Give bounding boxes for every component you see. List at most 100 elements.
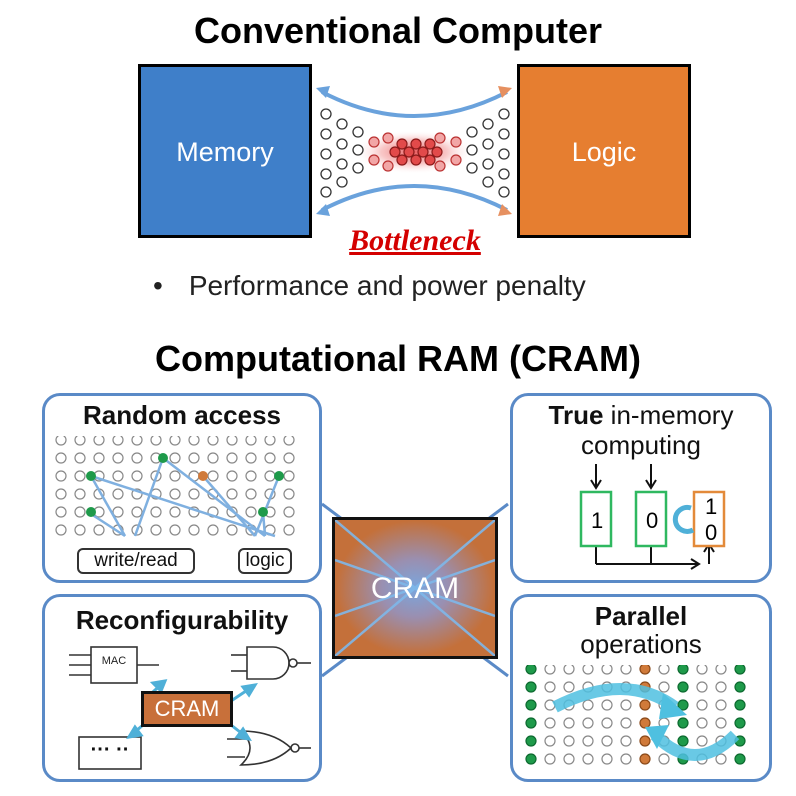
grid-cell	[601, 699, 613, 711]
cell-1-value: 1	[591, 508, 604, 533]
grid-cell	[582, 735, 594, 747]
grid-cell	[207, 470, 219, 482]
random-access-title: Random access	[83, 400, 281, 430]
grid-cell	[715, 753, 727, 765]
grid-cell	[188, 524, 200, 536]
memory-label: Memory	[176, 137, 274, 167]
grid-cell	[563, 665, 575, 675]
grid-cell	[283, 524, 295, 536]
grid-cell	[74, 452, 86, 464]
true-in-memory-panel: True in-memory computing 1 0 1 0	[510, 393, 772, 583]
logic-box: Logic	[517, 64, 691, 238]
grid-cell	[620, 665, 632, 675]
parallel-arrow-2	[650, 730, 740, 761]
grid-cell	[715, 681, 727, 693]
cell-1	[579, 490, 613, 548]
bullet-text: Performance and power penalty	[188, 270, 586, 301]
grid-cell	[55, 524, 67, 536]
grid-cell	[55, 506, 67, 518]
grid-cell	[734, 665, 746, 675]
grid-cell	[207, 436, 219, 446]
grid-cell	[677, 735, 689, 747]
grid-cell	[715, 699, 727, 711]
grid-cell	[620, 735, 632, 747]
grid-cell	[525, 753, 537, 765]
parallel-title: Parallel	[594, 601, 688, 631]
grid-cell	[677, 717, 689, 729]
cell-3	[692, 490, 726, 548]
grid-cell	[264, 436, 276, 446]
grid-cell	[715, 665, 727, 675]
grid-cell	[525, 699, 537, 711]
grid-cell	[245, 436, 257, 446]
grid-cell	[563, 735, 575, 747]
logic-label: Logic	[571, 137, 637, 167]
memory-box: Memory	[138, 64, 312, 238]
grid-cell	[601, 665, 613, 675]
grid-cell	[55, 488, 67, 500]
grid-cell	[169, 524, 181, 536]
grid-cell	[283, 470, 295, 482]
logic-cells-diagram	[579, 464, 726, 570]
conventional-computer-title: Conventional Computer	[193, 10, 602, 51]
grid-cell	[74, 524, 86, 536]
central-cram-label: CRAM	[370, 572, 460, 605]
grid-cell	[734, 681, 746, 693]
grid-cell	[245, 506, 257, 518]
grid-cell	[169, 506, 181, 518]
grid-cell	[563, 717, 575, 729]
computing-word: computing	[581, 430, 701, 460]
grid-cell	[639, 753, 651, 765]
grid-cell	[112, 452, 124, 464]
grid-cell	[169, 436, 181, 446]
grid-cell	[112, 506, 124, 518]
grid-cell	[639, 665, 651, 675]
grid-cell	[245, 452, 257, 464]
grid-cell	[112, 436, 124, 446]
reconfig-arrows	[126, 679, 258, 742]
lower-arrow	[321, 184, 508, 212]
grid-cell	[582, 665, 594, 675]
reconfigurability-title: Reconfigurability	[75, 605, 289, 635]
grid-cell	[93, 452, 105, 464]
grid-cell	[525, 717, 537, 729]
grid-cell	[734, 699, 746, 711]
grid-cell	[55, 470, 67, 482]
grid-cell	[658, 681, 670, 693]
true-word: True	[548, 400, 604, 430]
grid-cell	[544, 665, 556, 675]
reconfig-diagram	[69, 646, 311, 770]
grid-cell	[677, 665, 689, 675]
grid-cell	[131, 452, 143, 464]
cram-title: Computational RAM (CRAM)	[155, 338, 641, 379]
write-read-tag: write/read	[77, 548, 195, 574]
grid-cell	[283, 452, 295, 464]
grid-cell	[169, 470, 181, 482]
grid-cell	[226, 436, 238, 446]
grid-cell	[563, 681, 575, 693]
grid-cell	[93, 436, 105, 446]
grid-cell	[544, 681, 556, 693]
cell-2-value: 0	[646, 508, 659, 533]
cell-3-top-value: 1	[705, 494, 718, 519]
grid-cell	[245, 488, 257, 500]
grid-cell	[563, 753, 575, 765]
parallel-operations-panel: Parallel operations	[510, 594, 772, 782]
operations-title: operations	[580, 629, 702, 659]
grid-cell	[734, 717, 746, 729]
grid-cell	[601, 717, 613, 729]
memory-grid	[55, 436, 295, 538]
bullet-item: •Performance and power penalty	[153, 270, 586, 302]
grid-cell	[207, 524, 219, 536]
switch-arrow	[672, 504, 695, 534]
grid-cell	[131, 506, 143, 518]
grid-cell	[150, 524, 162, 536]
grid-cell	[620, 699, 632, 711]
cell-2	[634, 490, 668, 548]
grid-cell	[696, 699, 708, 711]
grid-cell	[283, 436, 295, 446]
grid-cell	[734, 753, 746, 765]
parallel-arrow-1	[552, 683, 679, 713]
in-memory-word: in-memory	[603, 400, 734, 430]
grid-cell	[639, 735, 651, 747]
